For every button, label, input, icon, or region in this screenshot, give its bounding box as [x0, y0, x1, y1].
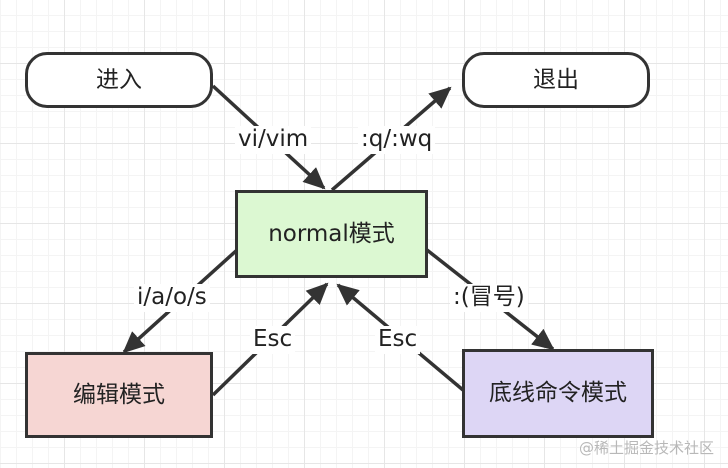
node-enter-label: 进入 [96, 66, 142, 93]
node-exit-label: 退出 [533, 66, 579, 93]
edge-label-normal-to-exit: :q/:wq [358, 126, 436, 154]
node-normal-mode-label: normal模式 [268, 220, 395, 247]
node-exit: 退出 [462, 52, 650, 108]
edge-label-command-to-normal: Esc [375, 326, 421, 354]
node-enter: 进入 [25, 52, 213, 108]
watermark-text: @稀土掘金技术社区 [578, 439, 714, 457]
node-command-mode-label: 底线命令模式 [489, 380, 627, 407]
edge-label-edit-to-normal: Esc [250, 326, 296, 354]
edge-label-normal-to-command: :(冒号) [450, 284, 528, 312]
node-command-mode: 底线命令模式 [462, 349, 654, 438]
edge-label-enter-to-normal: vi/vim [235, 126, 312, 154]
node-edit-mode: 编辑模式 [25, 352, 213, 438]
node-normal-mode: normal模式 [235, 190, 428, 278]
edge-label-normal-to-edit: i/a/o/s [134, 284, 210, 312]
node-edit-mode-label: 编辑模式 [73, 381, 165, 408]
